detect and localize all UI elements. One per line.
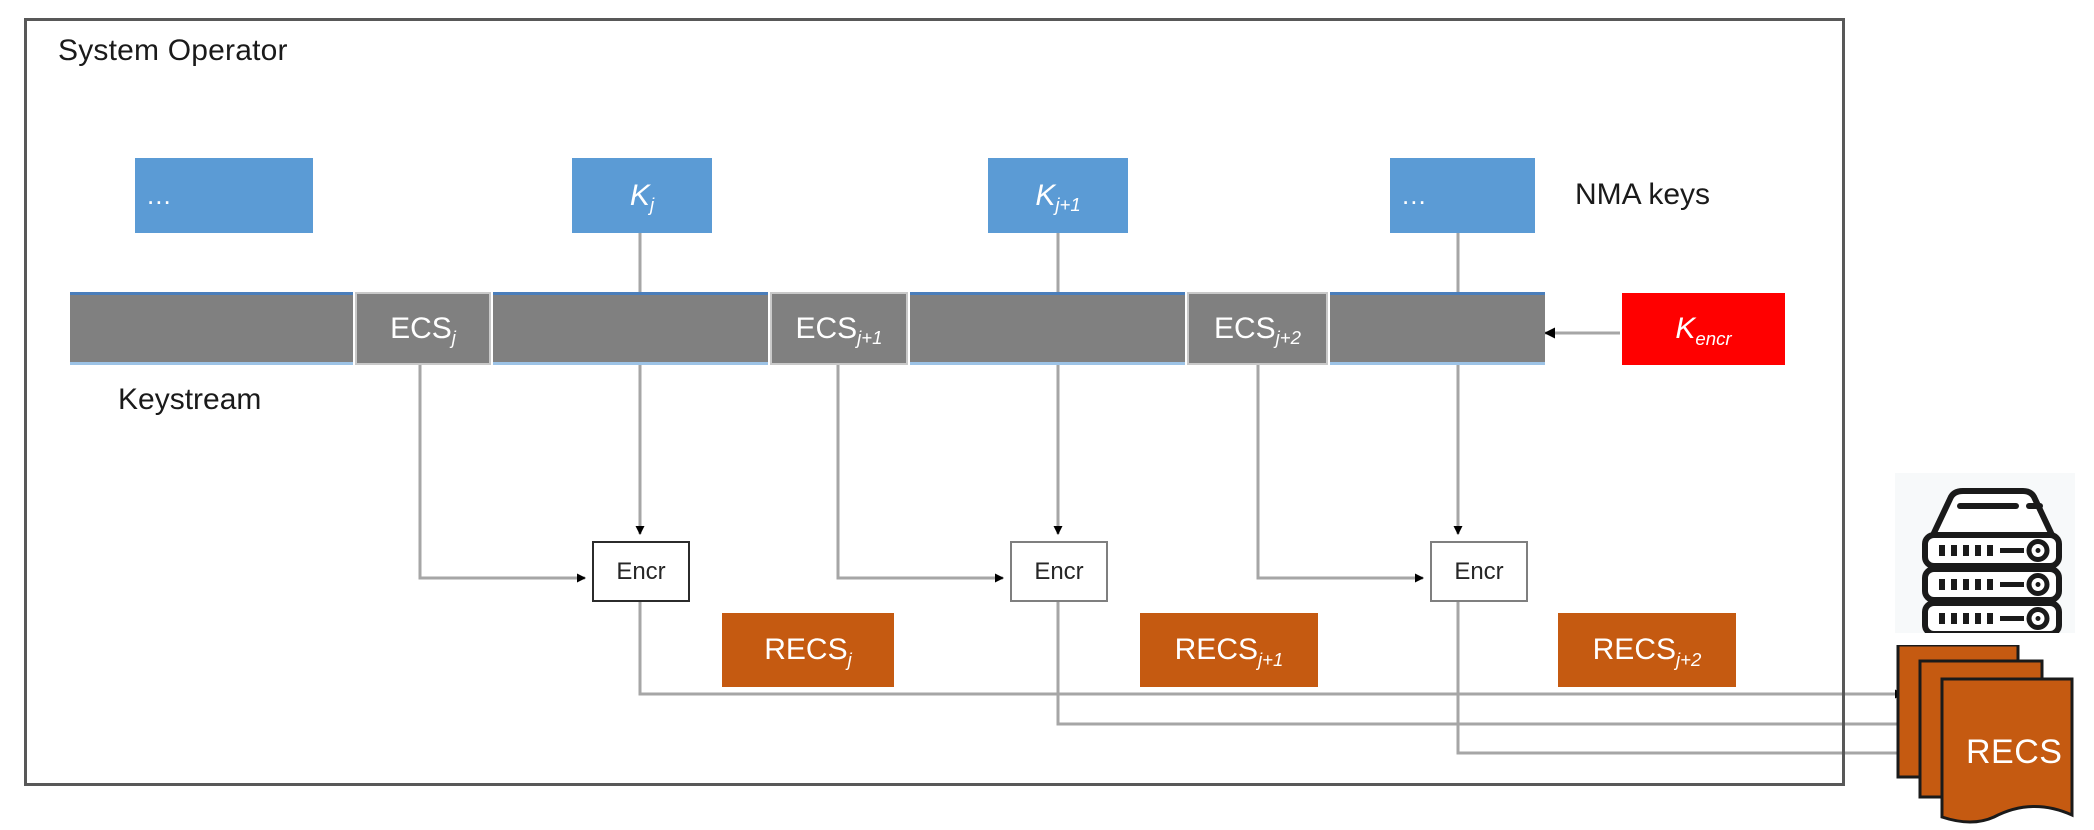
- ecs-box-j2[interactable]: ECSj+2: [1187, 292, 1328, 365]
- recs-box-j1[interactable]: RECSj+1: [1140, 613, 1318, 687]
- connector-ecs-j-to-encr1: [418, 365, 586, 583]
- keystream-segment-1: [493, 292, 768, 365]
- server-rack-icon: [1895, 473, 2075, 637]
- connector-encr1-to-recs-store: [638, 602, 1904, 699]
- connector-ecs-j1-to-encr2: [836, 365, 1004, 583]
- encryption-key-label: Kencr: [1675, 312, 1732, 349]
- nma-keys-label: NMA keys: [1575, 178, 1711, 211]
- encr-box-1[interactable]: Encr: [1010, 541, 1108, 602]
- nma-key-box-1[interactable]: Kj: [572, 158, 712, 233]
- ecs-box-j1[interactable]: ECSj+1: [770, 292, 908, 365]
- connector-encr2-to-recs-store: [1056, 602, 1916, 729]
- recs-box-j1-label: RECSj+1: [1174, 633, 1284, 670]
- nma-key-box-3[interactable]: ...: [1390, 158, 1535, 233]
- ecs-box-j1-label: ECSj+1: [795, 311, 883, 348]
- system-operator-frame: [24, 18, 1845, 786]
- recs-store-label: RECS: [1966, 733, 2063, 771]
- nma-key-box-3-label: ...: [1402, 180, 1427, 210]
- keystream-segment-0: [70, 292, 353, 365]
- ecs-box-j2-label: ECSj+2: [1213, 311, 1302, 348]
- connector-ecs-j2-to-encr3: [1256, 365, 1424, 583]
- keystream-label: Keystream: [118, 383, 262, 416]
- nma-key-box-1-label: Kj: [629, 178, 655, 215]
- encr-box-2-label: Encr: [1454, 557, 1504, 585]
- encr-box-2[interactable]: Encr: [1430, 541, 1528, 602]
- recs-box-j[interactable]: RECSj: [722, 613, 894, 687]
- encr-box-0-label: Encr: [616, 557, 666, 585]
- recs-box-j2-label: RECSj+2: [1592, 633, 1702, 670]
- encryption-key-box[interactable]: Kencr: [1622, 293, 1785, 365]
- ecs-box-j[interactable]: ECSj: [355, 292, 491, 365]
- document-stack-icon[interactable]: RECS: [1890, 643, 2094, 830]
- encr-box-1-label: Encr: [1034, 557, 1084, 585]
- nma-key-box-0[interactable]: ...: [135, 158, 313, 233]
- keystream-segment-3: [1330, 292, 1545, 365]
- recs-box-j2[interactable]: RECSj+2: [1558, 613, 1736, 687]
- page-title: System Operator: [58, 34, 288, 67]
- nma-key-box-2-label: Kj+1: [1035, 178, 1081, 215]
- keystream-segment-2: [910, 292, 1185, 365]
- connector-encr3-to-recs-store: [1456, 602, 1928, 758]
- nma-key-box-0-label: ...: [147, 180, 172, 210]
- nma-key-box-2[interactable]: Kj+1: [988, 158, 1128, 233]
- ecs-box-j-label: ECSj: [390, 311, 456, 348]
- recs-box-j-label: RECSj: [764, 633, 852, 670]
- encr-box-0[interactable]: Encr: [592, 541, 690, 602]
